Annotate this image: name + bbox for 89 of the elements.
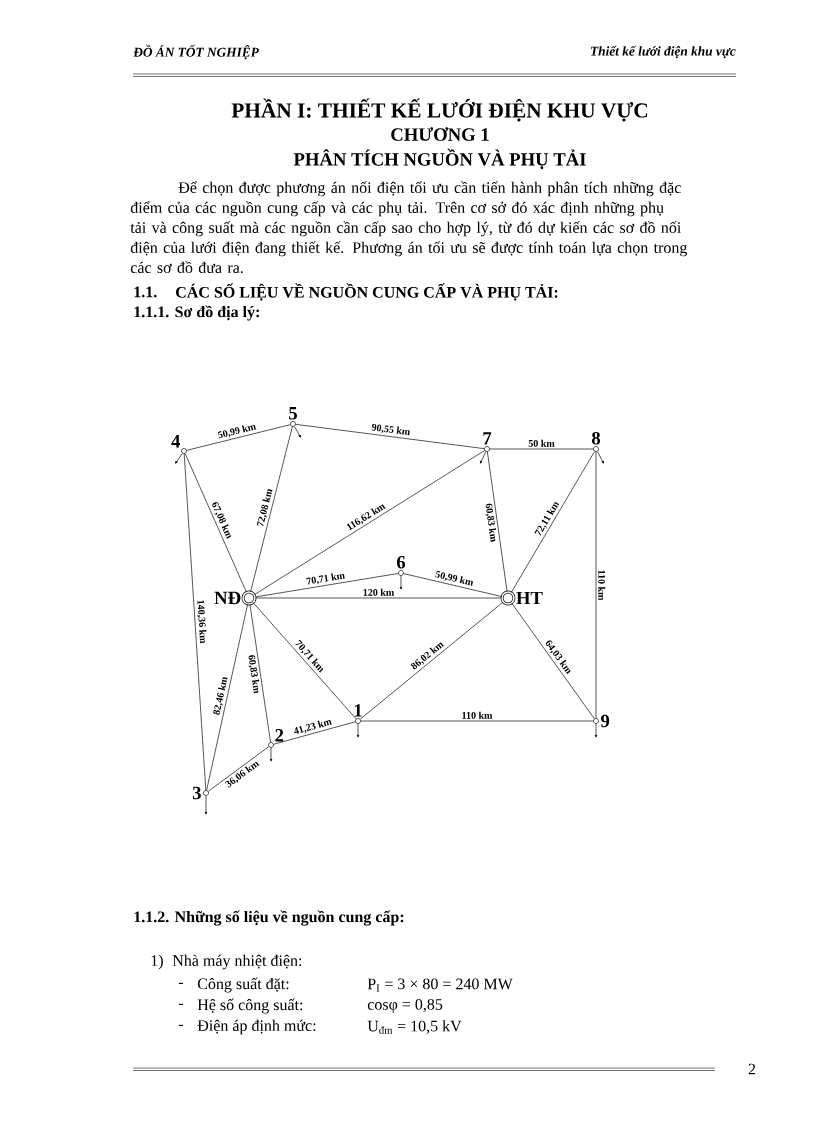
item-value: cosφ = 0,85 — [367, 999, 443, 1014]
line — [250, 426, 293, 593]
edge-label: 70,71 km — [306, 573, 346, 585]
edge-label: 50 km — [528, 439, 555, 447]
edge-label: 82,46 km — [213, 677, 228, 715]
load-arrow — [356, 723, 360, 738]
line — [184, 453, 247, 593]
edge-label: 120 km — [363, 588, 394, 596]
line — [295, 424, 485, 449]
list-item: Nhà máy nhiệt điện: — [172, 954, 302, 970]
node-label: HT — [516, 591, 543, 605]
section-heading: CÁC SỐ LIỆU VỀ NGUỒN CUNG CẤP VÀ PHỤ TẢI: — [176, 283, 558, 301]
subsection-heading: 1.1.2. Những số liệu về nguồn cung cấp: — [134, 910, 404, 926]
line — [489, 448, 594, 450]
edge-label: 140,36 km — [196, 600, 207, 644]
line — [273, 721, 356, 745]
node-label: 3 — [192, 786, 201, 800]
body-paragraph: Để chọn được phương án nối điện tối ưu cần tiến hành phân tích những đặc điểm của các nguồn cung cấp và các phụ tải. Trên cơ sở đó xác định những phụ tải và công suất mà các nguồn cần cấp sao cho hợp lý, từ đó dự kiến các sơ đồ nối điện của lưới điện đang thiết kế. Phương án tối ưu sẽ được tính toán lựa chọn trong các sơ đồ đưa ra. — [130, 181, 688, 274]
line — [252, 602, 357, 720]
load-point: 7 — [483, 432, 492, 452]
load-point: 9 — [593, 714, 610, 728]
bullet: - — [178, 1003, 183, 1005]
edge-label: 72,08 km — [256, 489, 273, 527]
load-arrow — [597, 451, 604, 464]
edge-label: 67,08 km — [212, 502, 231, 539]
source-node: HT — [500, 590, 543, 606]
line — [510, 451, 595, 593]
edge-label: 110 km — [598, 570, 606, 601]
line — [183, 453, 207, 791]
source-node: NĐ — [214, 590, 257, 606]
load-point: 4 — [171, 435, 187, 454]
load-point: 8 — [591, 431, 601, 452]
item-label: Công suất đặt: — [197, 977, 289, 993]
load-point: 6 — [397, 556, 406, 576]
load-point: 2 — [268, 729, 284, 748]
node-label: 7 — [483, 432, 492, 445]
header-text: ĐỒ ÁN TỐT NGHIỆP — [133, 44, 259, 60]
line — [359, 601, 504, 720]
header-text: Thiết kế lưới điện khu vực — [591, 45, 736, 59]
load-point: 1 — [354, 704, 362, 724]
load-arrow — [399, 575, 403, 590]
item-value: U$_{đm}$ = 10,5 kV — [367, 1020, 462, 1034]
line — [207, 746, 270, 792]
node-label: 4 — [171, 435, 181, 448]
section-number: 1.1. — [134, 286, 157, 298]
edge-label: 41,23 km — [294, 720, 333, 734]
node-label: 5 — [289, 407, 297, 420]
line — [595, 451, 597, 719]
list-number: 1) — [151, 954, 163, 970]
edge-label: 60,83 km — [248, 655, 260, 694]
bullet: - — [178, 1024, 183, 1026]
line — [255, 597, 502, 599]
subsection-heading: 1.1.1. Sơ đồ địa lý: — [134, 305, 259, 321]
load-point: 3 — [192, 786, 209, 800]
load-arrow — [175, 453, 183, 464]
line — [360, 720, 594, 722]
bullet: - — [178, 982, 183, 984]
load-arrow — [480, 451, 487, 464]
edge-label: 50,99 km — [217, 424, 257, 439]
chapter-heading: CHƯƠNG 1 — [391, 127, 489, 141]
line — [487, 451, 508, 593]
node-label: NĐ — [214, 591, 241, 605]
load-arrow — [594, 723, 598, 738]
node-label: 6 — [396, 556, 406, 569]
line — [206, 603, 248, 791]
edge-label: 90,55 km — [371, 424, 410, 436]
edge-label: 60,83 km — [485, 503, 497, 543]
line — [186, 424, 291, 451]
node-label: 1 — [354, 704, 362, 717]
node-label: 2 — [275, 729, 284, 742]
part-title: PHẦN I: THIẾT KẾ LƯỚI ĐIỆN KHU VỰC — [231, 98, 648, 122]
line — [249, 603, 271, 743]
line — [254, 450, 485, 595]
edge-label: 110 km — [462, 711, 493, 719]
line — [403, 573, 503, 597]
item-value: P$_{I}$ = 3 × 80 = 240 MW — [367, 978, 513, 992]
line — [254, 573, 399, 598]
edge-label: 50,99 km — [435, 570, 473, 586]
item-label: Hệ số công suất: — [197, 998, 303, 1014]
chapter-heading: PHÂN TÍCH NGUỒN VÀ PHỤ TẢI — [293, 148, 586, 170]
node-label: 8 — [591, 431, 601, 445]
line — [511, 602, 595, 719]
item-label: Điện áp định mức: — [197, 1019, 316, 1035]
load-arrow — [204, 795, 208, 815]
page-number: 2 — [748, 1063, 756, 1075]
load-arrow — [294, 426, 301, 438]
node-label: 9 — [600, 714, 610, 728]
load-point: 5 — [289, 407, 297, 427]
load-arrow — [269, 747, 273, 762]
